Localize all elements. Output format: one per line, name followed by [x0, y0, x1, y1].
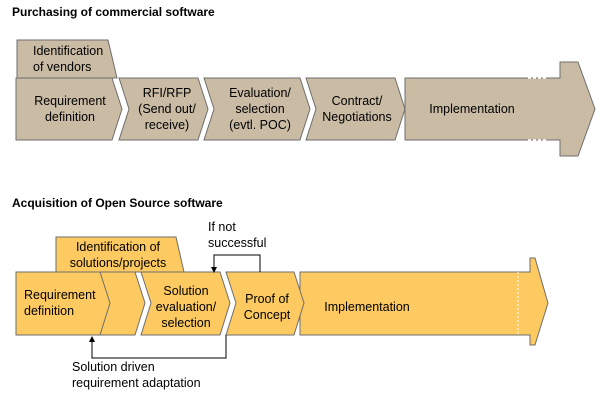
commercial-step-0-line: Requirement: [34, 94, 106, 108]
open-source-step-label-implementation: Implementation: [324, 300, 410, 314]
commercial-step-label-implementation: Implementation: [429, 102, 515, 116]
open-source-solution-identification-line: Identification of: [76, 240, 161, 254]
open-source-step-label-proof-of-concept: Proof of Concept: [244, 292, 291, 322]
commercial-step-label-contract-negotiations: Contract/Negotiations: [322, 94, 392, 124]
commercial-step-4-line: Implementation: [429, 102, 515, 116]
open-source-step-4-line: Implementation: [324, 300, 410, 314]
commercial-step-3-line: Negotiations: [322, 110, 392, 124]
commercial-vendor-identification-line: of vendors: [33, 60, 91, 74]
commercial-step-2-line: selection: [235, 102, 284, 116]
commercial-step-contract-negotiations: [305, 77, 406, 141]
open-source-long-arrow: [299, 257, 549, 346]
commercial-step-1-line: (Send out/: [138, 102, 196, 116]
open-source-step-3-line: Proof of: [245, 292, 289, 306]
open-source-step-solution-evaluation: [140, 271, 231, 336]
open-source-step-2-line: selection: [161, 316, 210, 330]
if-not-successful-line: successful: [208, 236, 266, 250]
commercial-long-arrow: [404, 61, 596, 157]
commercial-vendor-identification-label: Identification of vendors: [33, 44, 103, 74]
if-not-successful-line: If not: [208, 220, 236, 234]
open-source-solution-identification-label: Identification of solutions/projects: [70, 240, 167, 270]
commercial-step-3-line: Contract/: [332, 94, 383, 108]
if-not-successful-note: If not successful: [208, 220, 266, 250]
commercial-step-1-line: RFI/RFP: [143, 86, 192, 100]
requirement-adaptation-line: Solution driven: [72, 360, 155, 374]
commercial-step-label-rfi-rfp: RFI/RFP (Send out/receive): [138, 86, 196, 132]
commercial-step-2-line: Evaluation/: [229, 86, 291, 100]
open-source-solution-identification-line: solutions/projects: [70, 256, 167, 270]
commercial-step-label-requirement-definition: Requirement definition: [34, 94, 106, 124]
requirement-adaptation-note: Solution driven requirement adaptation: [72, 360, 201, 390]
commercial-vendor-identification-line: Identification: [33, 44, 103, 58]
requirement-adaptation-feedback-arrow: [89, 335, 227, 359]
open-source-step-blank: [99, 271, 146, 336]
commercial-step-2-line: (evtl. POC): [229, 118, 291, 132]
commercial-section-title: Purchasing of commercial software: [12, 5, 215, 19]
commercial-step-0-line: definition: [45, 110, 95, 124]
commercial-step-1-line: receive): [145, 118, 189, 132]
open-source-step-0-line: definition: [24, 304, 74, 318]
open-source-step-3-line: Concept: [244, 308, 291, 322]
open-source-section-title: Acquisition of Open Source software: [12, 196, 223, 210]
commercial-vendor-identification-box: [16, 39, 118, 79]
requirement-adaptation-line: requirement adaptation: [72, 376, 201, 390]
open-source-step-0-line: Requirement: [24, 288, 96, 302]
if-not-successful-loop-arrow: [211, 254, 261, 273]
open-source-step-proof-of-concept: [225, 271, 305, 336]
open-source-step-label-solution-evaluation: Solution evaluation/selection: [156, 284, 217, 330]
commercial-step-evaluation-selection: [203, 77, 311, 141]
commercial-step-rfi-rfp: [118, 77, 209, 141]
open-source-step-2-line: evaluation/: [156, 300, 217, 314]
open-source-step-label-requirement-definition: Requirement definition: [24, 288, 96, 318]
commercial-step-requirement-definition: [15, 77, 123, 141]
open-source-step-2-line: Solution: [163, 284, 208, 298]
commercial-step-label-evaluation-selection: Evaluation/selection (evtl. POC): [229, 86, 291, 132]
